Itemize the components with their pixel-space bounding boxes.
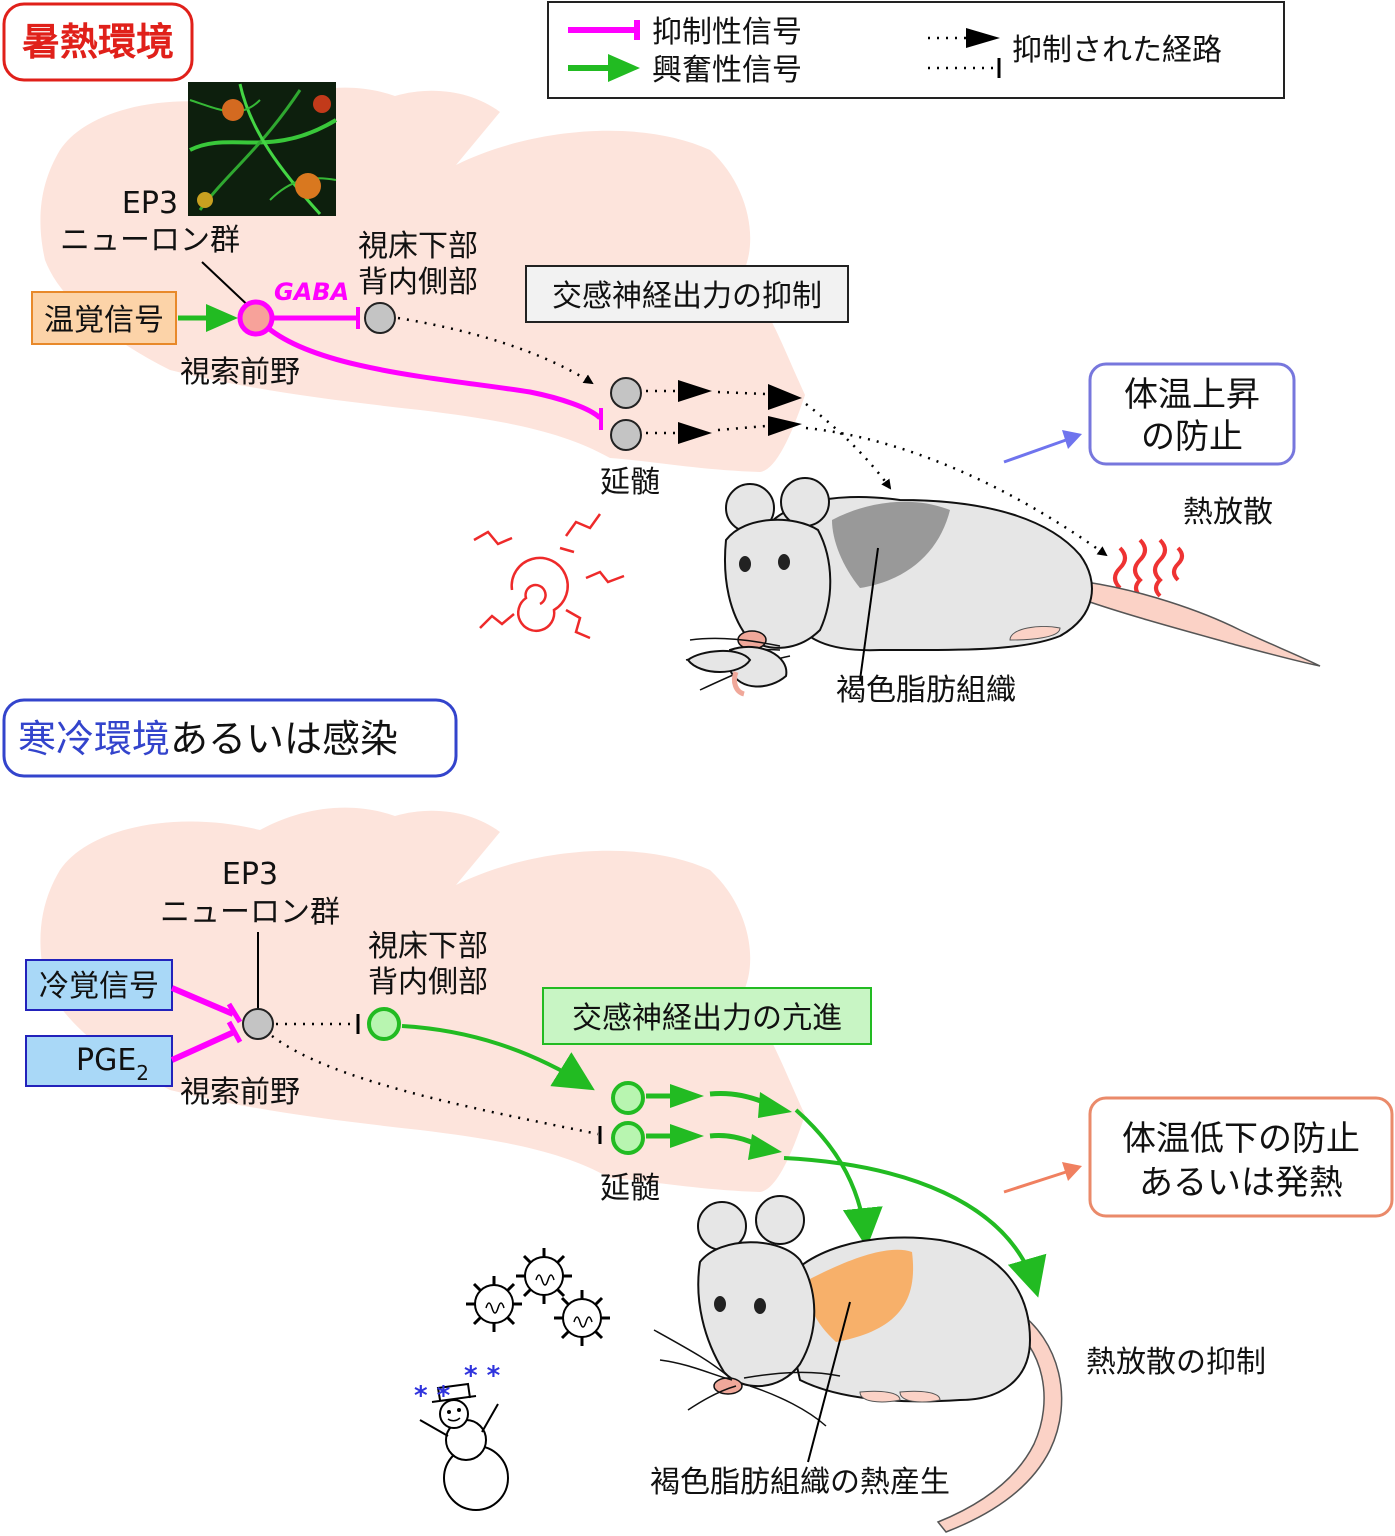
bottom-medulla-neuron-1 xyxy=(611,1081,645,1115)
bottom-path-to-bat xyxy=(794,1108,883,1248)
cold-to-poa-line xyxy=(170,985,235,1017)
bottom-medulla-out-arrow-1 xyxy=(670,1084,704,1108)
top-dmh-label-2: 背内側部 xyxy=(358,265,478,300)
cold-signal-label: 冷覚信号 xyxy=(39,969,159,1004)
bottom-ep3-label: EP3 xyxy=(222,857,278,892)
pge2-subscript: 2 xyxy=(136,1061,149,1085)
bottom-poa-to-medulla-dotted xyxy=(271,1035,599,1136)
pge2-box xyxy=(25,1035,173,1087)
warm-signal-label: 温覚信号 xyxy=(44,303,164,338)
bottom-sympathetic-box xyxy=(542,987,872,1045)
bottom-medulla-out-arrow-2b xyxy=(748,1134,782,1160)
top-poa-neuron xyxy=(237,299,275,337)
bottom-result-arrow-head xyxy=(1062,1162,1082,1181)
top-result-arrow-head xyxy=(1062,430,1082,449)
virus-icon xyxy=(466,1248,610,1346)
snowflake-icon-left: * * xyxy=(414,1381,451,1411)
heat-waves-icon xyxy=(1113,538,1184,598)
bottom-result-box xyxy=(1088,1096,1394,1218)
legend-suppressed-label: 抑制された経路 xyxy=(1012,33,1222,68)
top-medulla-out-arrow-1 xyxy=(678,380,712,402)
excitatory-arrow-icon xyxy=(608,54,640,82)
legend-excitatory-label: 興奮性信号 xyxy=(652,53,802,88)
top-path-to-bat xyxy=(805,403,892,490)
warm-signal-arrow-head xyxy=(206,304,238,332)
top-result-label-1: 体温上昇 xyxy=(1124,375,1260,415)
warm-signal-box xyxy=(31,291,177,345)
top-poa-label: 視索前野 xyxy=(180,355,300,390)
cold-title: 寒冷環境あるいは感染 xyxy=(18,717,398,761)
bottom-path-to-tail xyxy=(783,1156,1047,1298)
bottom-bat-pointer xyxy=(807,1301,851,1463)
bottom-medulla-neuron-2 xyxy=(611,1121,645,1155)
top-bat-pointer xyxy=(859,547,879,681)
top-dmh-neuron xyxy=(364,302,396,334)
bottom-result-label-2: あるいは発熱 xyxy=(1139,1163,1343,1203)
top-result-label-2: の防止 xyxy=(1141,417,1243,457)
heat-dissipation-label: 熱放散 xyxy=(1183,495,1273,530)
gaba-label: GABA xyxy=(274,278,349,306)
bottom-result-label-1: 体温低下の防止 xyxy=(1122,1119,1360,1159)
heat-suppression-label: 熱放散の抑制 xyxy=(1086,1345,1266,1380)
cold-signal-box xyxy=(25,959,173,1011)
top-dmh-label-1: 視床下部 xyxy=(358,229,478,264)
top-result-arrow-line xyxy=(1003,438,1067,464)
snowflake-icon-right: * * xyxy=(464,1361,501,1391)
pge2-label: PGE2 xyxy=(76,1043,149,1085)
legend-inhibitory-label: 抑制性信号 xyxy=(652,15,802,50)
top-medulla-out-arrow-2 xyxy=(678,422,712,444)
cold-title-rest: あるいは感染 xyxy=(170,717,398,761)
top-medulla-out-arrow-1b xyxy=(768,384,802,410)
bottom-dmh-to-medulla-line xyxy=(401,1024,595,1091)
legend: 抑制性信号 興奮性信号 抑制された経路 xyxy=(547,1,1285,99)
top-medulla-out-arrow-2b xyxy=(768,416,802,436)
bottom-sympathetic-label: 交感神経出力の亢進 xyxy=(572,1001,842,1036)
bottom-dmh-label-1: 視床下部 xyxy=(368,929,488,964)
legend-box xyxy=(547,1,1285,99)
bottom-medulla-out-arrow-2 xyxy=(670,1124,704,1148)
bottom-medulla-label: 延髄 xyxy=(600,1171,660,1206)
bottom-poa-label: 視索前野 xyxy=(180,1075,300,1110)
snowman-icon xyxy=(419,1382,509,1511)
top-medulla-label: 延髄 xyxy=(600,465,660,500)
top-mouse-illustration xyxy=(685,477,1321,697)
neuron-micrograph-image xyxy=(188,82,338,216)
bottom-result-arrow-line xyxy=(1003,1170,1067,1194)
poa-to-medulla-line xyxy=(266,326,602,420)
hot-title-box xyxy=(2,2,194,82)
bottom-dmh-neuron xyxy=(367,1007,401,1041)
bottom-medulla-out-arrow-1b xyxy=(758,1092,792,1118)
bottom-ep3-neurons-label: ニューロン群 xyxy=(160,895,340,930)
suppressed-arrow-icon xyxy=(966,28,1000,48)
hot-title: 暑熱環境 xyxy=(22,20,174,64)
bottom-poa-neuron xyxy=(242,1008,274,1040)
top-sympathetic-box xyxy=(525,265,849,323)
cold-title-blue: 寒冷環境 xyxy=(18,717,170,761)
bottom-mouse-illustration xyxy=(653,1195,1063,1533)
top-ep3-label: EP3 xyxy=(122,186,178,221)
bottom-dmh-label-2: 背内側部 xyxy=(368,965,488,1000)
top-bat-label: 褐色脂肪組織 xyxy=(836,673,1016,708)
sun-heat-icon xyxy=(473,513,625,640)
top-ep3-neurons-label: ニューロン群 xyxy=(60,223,240,258)
cold-title-box xyxy=(2,698,458,778)
top-sympathetic-label: 交感神経出力の抑制 xyxy=(552,279,822,314)
pge2-to-poa-line xyxy=(170,1029,236,1063)
top-path-to-tail xyxy=(805,426,1108,557)
top-result-box xyxy=(1088,362,1296,466)
pge2-base: PGE xyxy=(76,1043,136,1078)
top-medulla-neuron-1 xyxy=(610,377,642,409)
bottom-bat-label: 褐色脂肪組織の熱産生 xyxy=(650,1465,950,1500)
top-medulla-neuron-2 xyxy=(610,419,642,451)
cold-to-poa-bar xyxy=(226,1002,243,1024)
pge2-to-poa-bar xyxy=(226,1020,243,1044)
